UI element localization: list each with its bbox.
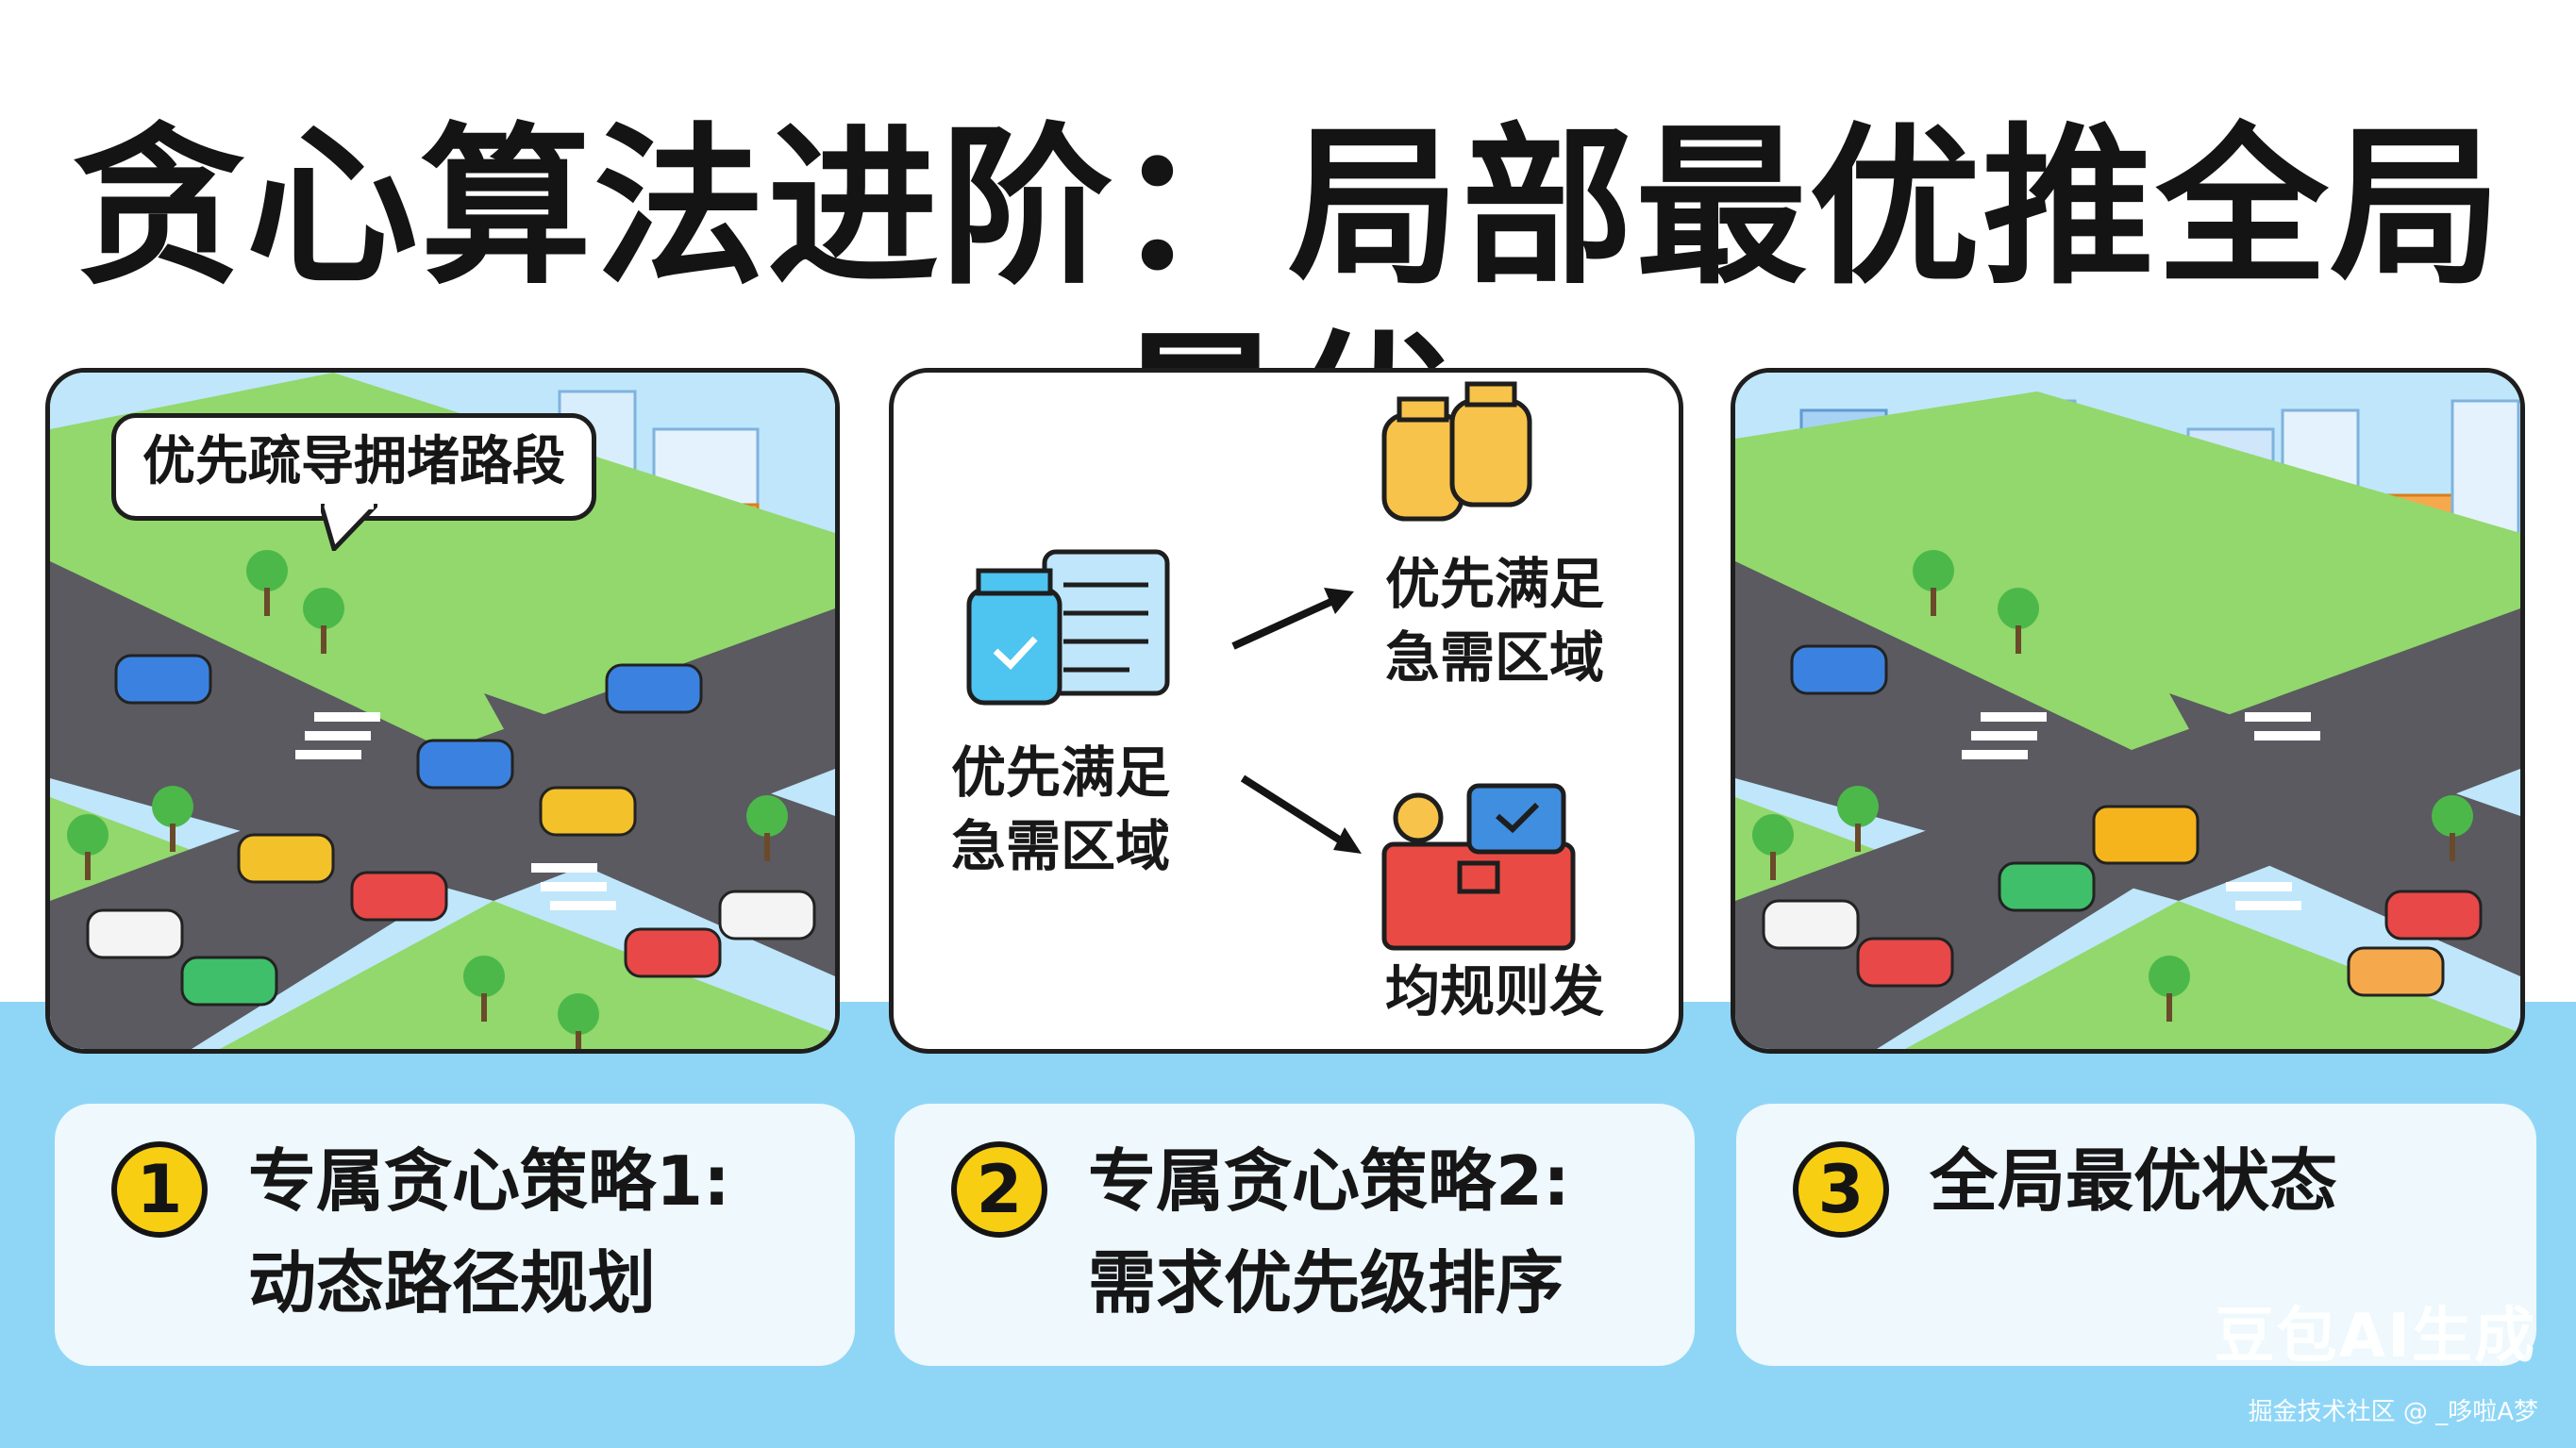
trees (67, 550, 788, 1049)
supply-document-icon (1042, 549, 1170, 696)
source-label-line1: 优先满足 (951, 741, 1171, 805)
optimized-intersection-illustration (1735, 373, 2520, 1049)
card-line2: 动态路径规划 (248, 1243, 657, 1323)
card-text: 全局最优状态 (1930, 1130, 2337, 1232)
watermark-credit: 掘金技术社区 @ _哆啦A梦 (2248, 1398, 2538, 1426)
crosswalks (1962, 712, 2320, 910)
top-target-line1: 优先满足 (1385, 552, 1605, 616)
congested-intersection-illustration (50, 373, 835, 1049)
cars (1762, 644, 2483, 997)
storage-jars-icon (1381, 381, 1532, 522)
top-target-label: 优先满足 急需区域 (1385, 547, 1604, 694)
callout-bubble: 优先疏导拥堵路段 (111, 413, 596, 521)
panel-optimized-intersection (1731, 368, 2525, 1054)
source-label-line2: 急需区域 (951, 814, 1171, 878)
top-target-line2: 急需区域 (1385, 625, 1605, 690)
step-number-badge: 3 (1793, 1141, 1889, 1238)
arrow-up-right-icon (1231, 588, 1354, 650)
card-line1: 全局最优状态 (1930, 1141, 2338, 1221)
arrow-down-right-icon (1240, 774, 1362, 854)
watermark-brand: 豆包AI生成 (2214, 1302, 2536, 1372)
trees (1752, 550, 2473, 1022)
medicine-bottle-icon (966, 568, 1062, 706)
crosswalks (295, 712, 616, 910)
callout-bubble-tail (321, 504, 377, 551)
card-line1: 专属贪心策略1: (248, 1141, 730, 1221)
resource-allocation-illustration (966, 381, 1576, 951)
card-line2: 需求优先级排序 (1088, 1243, 1564, 1323)
panel-congested-intersection (45, 368, 840, 1054)
card-line1: 专属贪心策略2: (1088, 1141, 1570, 1221)
card-text: 专属贪心策略1: 动态路径规划 (248, 1130, 730, 1334)
strategy-card-1: 1 专属贪心策略1: 动态路径规划 (55, 1104, 855, 1366)
cars (86, 654, 816, 1007)
source-label: 优先满足 急需区域 (951, 736, 1170, 883)
step-number-badge: 1 (111, 1141, 208, 1238)
result-card-3: 3 全局最优状态 (1736, 1104, 2536, 1366)
panel-resource-allocation (889, 368, 1683, 1054)
page-title: 贪心算法进阶：局部最优推全局最优 (73, 108, 2503, 515)
step-number-badge: 2 (951, 1141, 1047, 1238)
bottom-target-label: 均规则发 (1385, 959, 1605, 1024)
toolbox-icon (1381, 783, 1576, 951)
strategy-card-2: 2 专属贪心策略2: 需求优先级排序 (895, 1104, 1695, 1366)
card-text: 专属贪心策略2: 需求优先级排序 (1088, 1130, 1570, 1334)
